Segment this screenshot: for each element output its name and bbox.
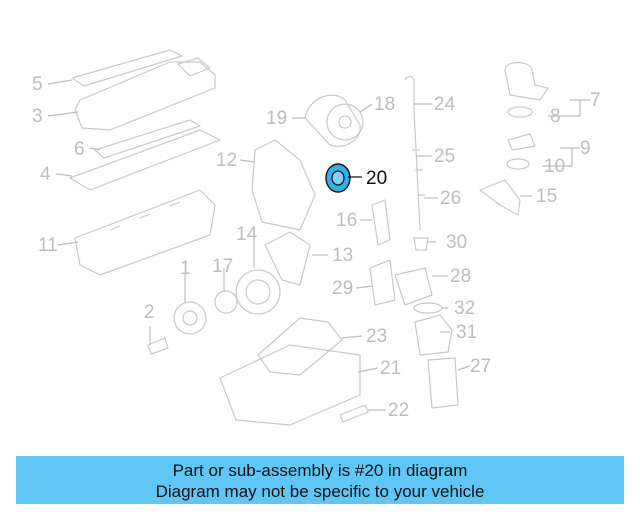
- callout-1: 1: [180, 258, 191, 279]
- callout-3: 3: [32, 106, 43, 127]
- callout-31: 31: [456, 322, 477, 343]
- callout-4: 4: [40, 164, 51, 185]
- info-banner: Part or sub-assembly is #20 in diagram D…: [16, 456, 624, 504]
- camshaft-sprocket: [326, 103, 364, 141]
- banner-line-1: Part or sub-assembly is #20 in diagram: [172, 461, 468, 480]
- callout-16: 16: [336, 210, 357, 231]
- callout-6: 6: [74, 139, 85, 160]
- seal-8: [507, 106, 533, 118]
- callout-7: 7: [590, 90, 601, 111]
- callout-24: 24: [434, 94, 456, 115]
- callout-22: 22: [388, 400, 409, 421]
- banner-line-2: Diagram may not be specific to your vehi…: [155, 482, 485, 501]
- callout-11: 11: [38, 235, 58, 256]
- callout-13: 13: [332, 245, 353, 266]
- timing-belt: [304, 94, 361, 147]
- callout-12: 12: [216, 150, 237, 171]
- callout-20: 20: [366, 168, 387, 189]
- plug-30: [413, 237, 429, 251]
- callout-21: 21: [380, 358, 401, 379]
- oil-filter-27: [427, 357, 459, 409]
- seal-10: [506, 158, 530, 170]
- callout-5: 5: [32, 74, 43, 95]
- callout-23: 23: [366, 326, 387, 347]
- callout-9: 9: [580, 138, 591, 159]
- seal-plate: [235, 269, 281, 315]
- tensioner-pulley-highlighted[interactable]: [325, 163, 351, 193]
- crank-sprocket: [214, 290, 238, 314]
- valve-cover-gasket: [71, 49, 183, 87]
- callout-27: 27: [470, 356, 491, 377]
- cylinder-head: [74, 189, 216, 276]
- lower-timing-cover: [264, 231, 311, 286]
- callout-28: 28: [450, 266, 471, 287]
- callout-14: 14: [236, 224, 258, 245]
- engine-parts-diagram: 5 3 6 4 11 12 19 18 20 24 25 26 7 8 9 10…: [32, 49, 601, 426]
- oil-baffle-23: [257, 317, 343, 376]
- callout-32: 32: [454, 298, 475, 319]
- bracket-16: [371, 199, 391, 246]
- oil-cooler-31: [414, 314, 453, 356]
- callout-30: 30: [446, 232, 467, 253]
- dipstick: [404, 75, 421, 231]
- sensor-9: [507, 133, 536, 151]
- valve-cover: [74, 61, 216, 131]
- adapter-28: [394, 267, 433, 306]
- callout-18: 18: [374, 94, 395, 115]
- callout-26: 26: [440, 188, 461, 209]
- head-gasket: [69, 129, 221, 191]
- callout-10: 10: [544, 156, 565, 177]
- sealant-tube-22: [339, 404, 369, 423]
- cover-15: [479, 179, 521, 216]
- callout-29: 29: [332, 278, 353, 299]
- callout-15: 15: [536, 186, 557, 207]
- crank-pulley: [173, 301, 207, 335]
- callout-25: 25: [434, 146, 455, 167]
- thermostat-housing: [504, 61, 549, 101]
- bolt-2: [147, 337, 169, 355]
- oil-pan-21: [219, 344, 361, 426]
- callout-17: 17: [212, 256, 233, 277]
- o-ring-32: [413, 302, 443, 314]
- callout-2: 2: [144, 302, 155, 323]
- callout-8: 8: [550, 106, 561, 127]
- timing-cover: [251, 139, 316, 231]
- filter-housing-29: [369, 259, 396, 306]
- cover-gasket: [94, 119, 201, 159]
- callout-19: 19: [266, 108, 287, 129]
